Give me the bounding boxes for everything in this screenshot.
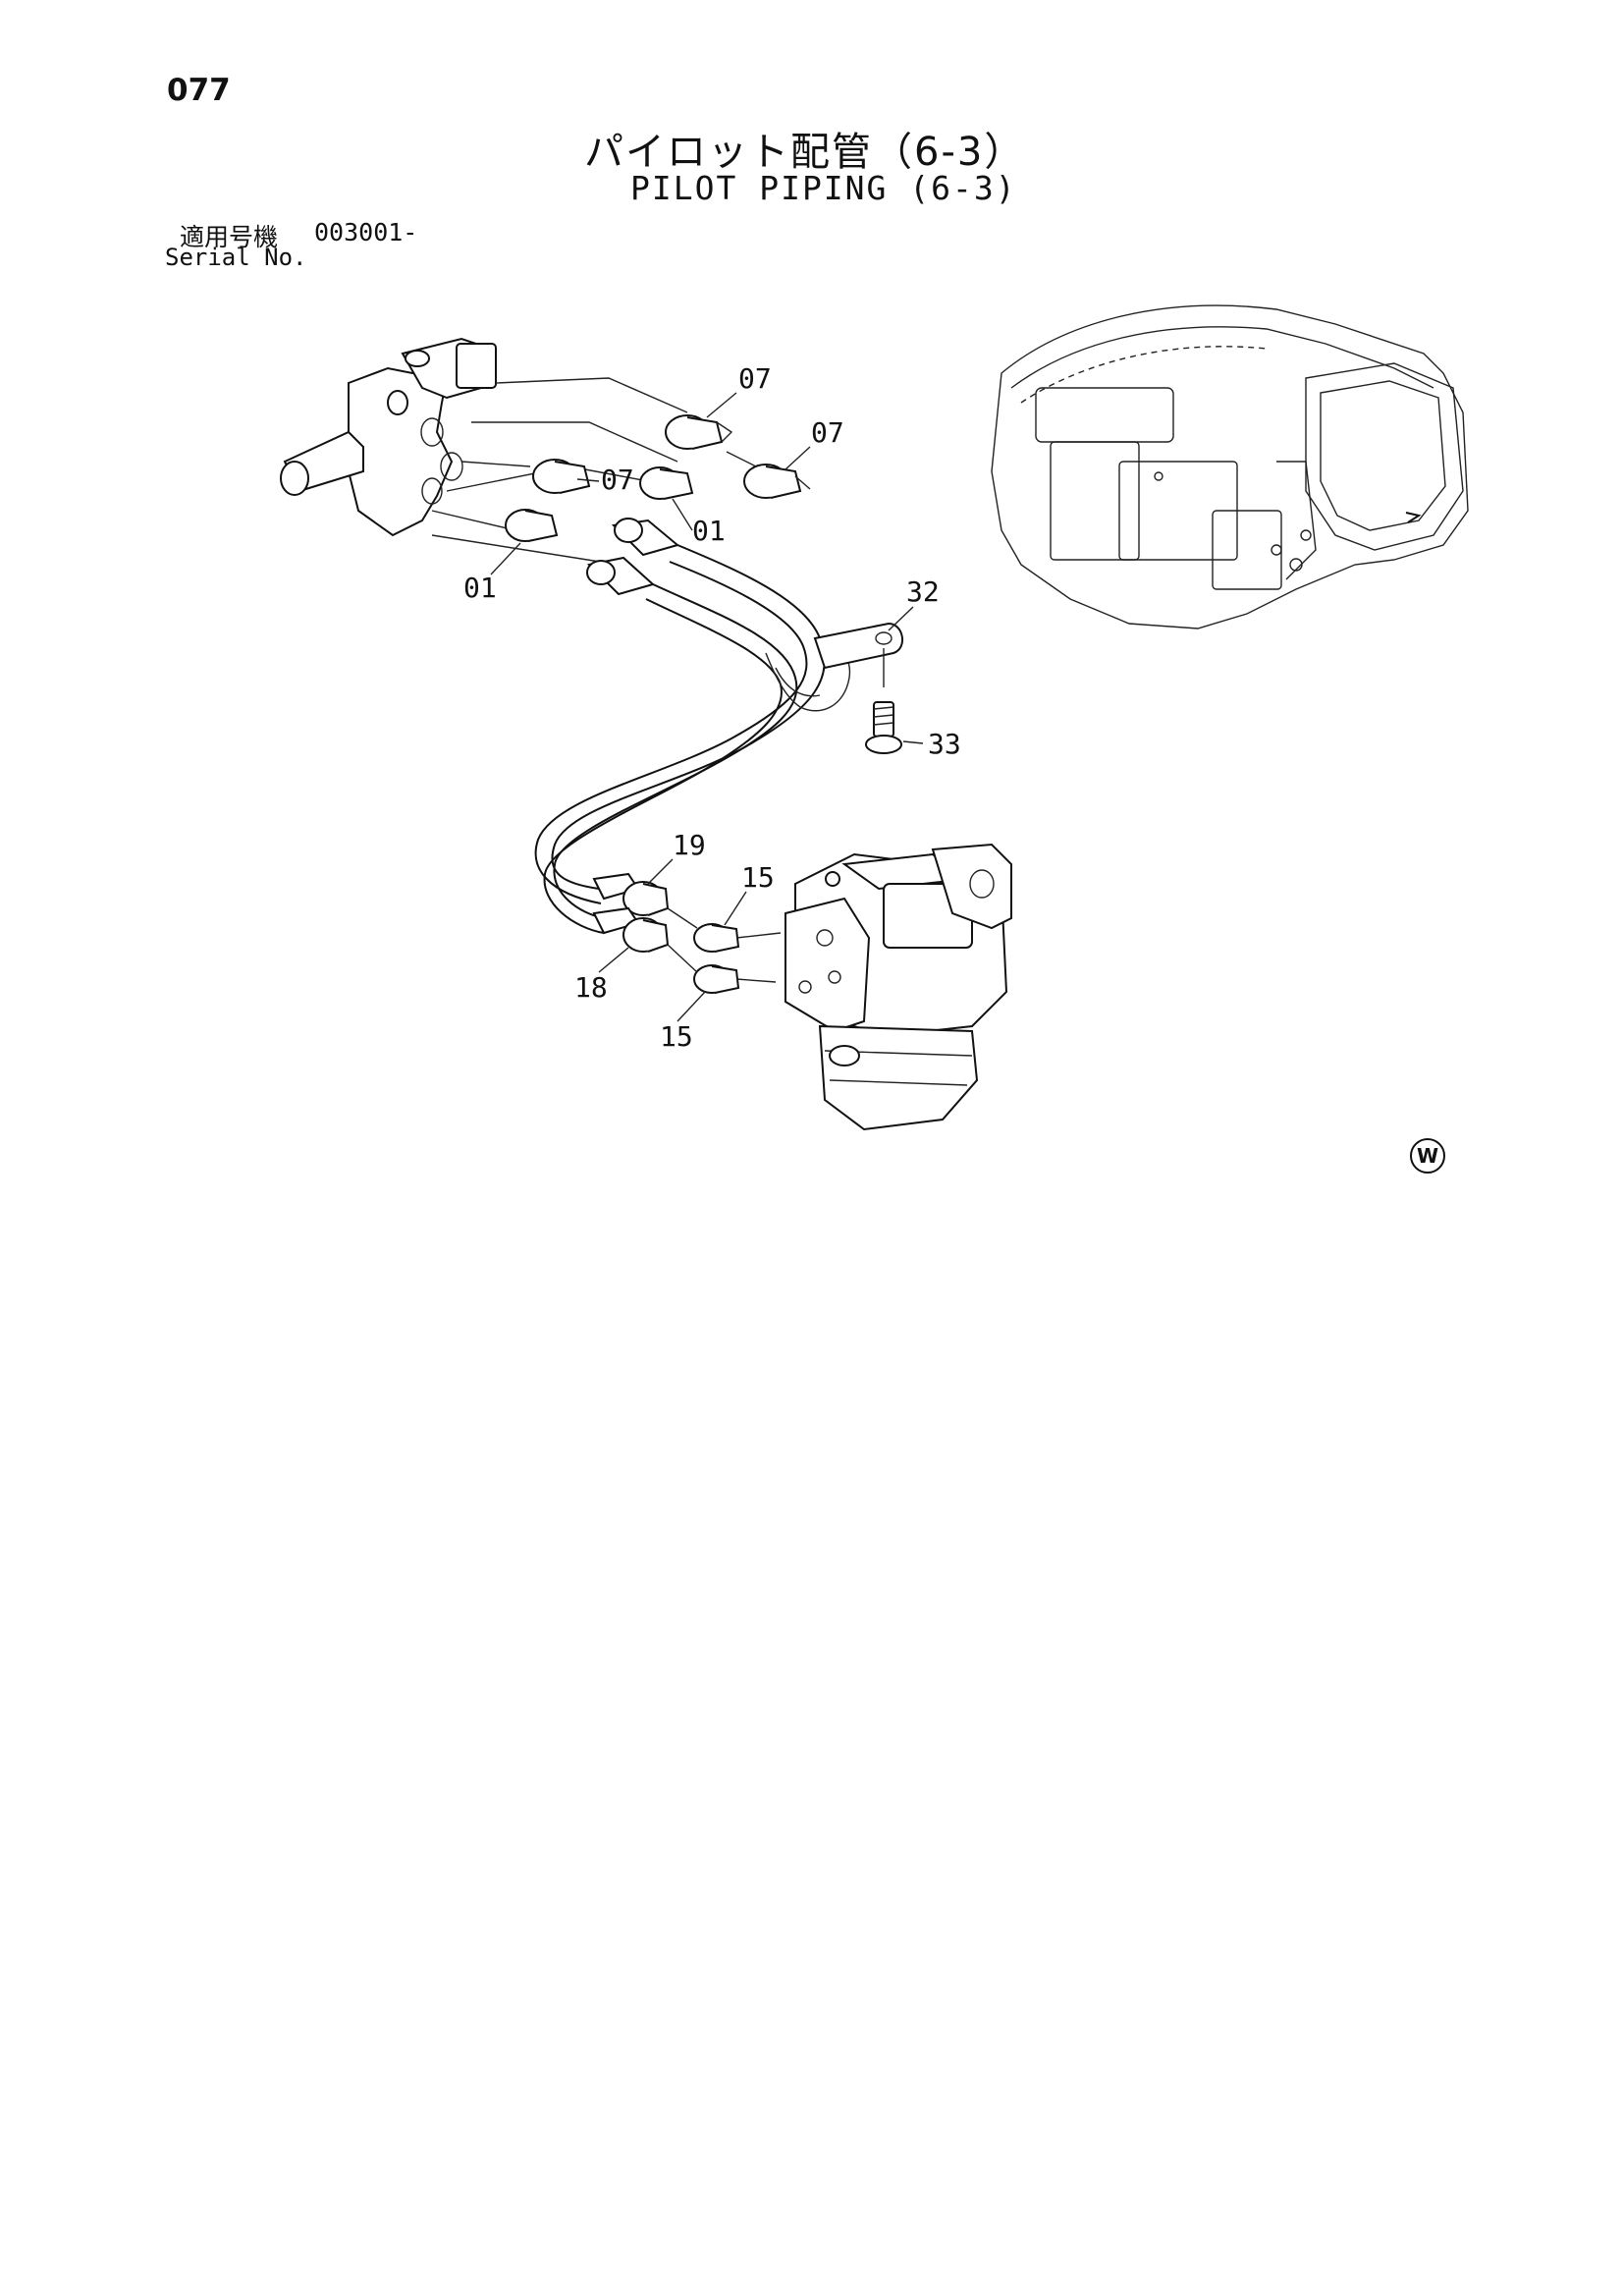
fitting-01-a [639,466,694,500]
leader-line [647,858,674,885]
clamp-32 [813,622,903,687]
fitting-07-a [665,414,733,450]
fitting-07-c [532,459,591,494]
page-title-english: PILOT PIPING (6-3) [630,169,1017,207]
leader-line [490,542,521,575]
part-label: 15 [660,1020,693,1053]
part-label: 18 [574,971,608,1004]
leader-line [598,947,629,973]
part-label: 01 [463,572,497,604]
hose-assembly [534,518,851,934]
leader-line [888,606,914,631]
bolt-33 [865,701,924,754]
hose-end-19 [592,872,670,916]
fitting-01-b [505,509,559,542]
serial-number-value: 003001- [314,218,418,246]
leader-line [576,478,600,482]
part-label: 07 [601,464,634,496]
leader-line [672,498,693,531]
part-label: 19 [673,829,706,861]
hose-end-18 [592,906,670,953]
page-number: 077 [167,73,231,108]
fitting-15-a [693,923,740,953]
part-label: 32 [906,575,940,608]
pilot-valve-block [280,337,498,537]
part-label: 01 [692,515,726,547]
machine-overview-sketch [991,304,1469,629]
part-label: 33 [928,728,961,760]
leader-line [706,392,737,418]
fitting-15-b [693,964,740,994]
serial-label-japanese: 適用号機 [180,223,279,251]
part-label: 07 [811,416,844,449]
page-title-japanese: パイロット配管（6-3） [584,130,1026,175]
leader-line [724,891,747,926]
part-label: 15 [741,861,775,894]
serial-label-english: Serial No. [165,244,307,271]
travel-valve-block [784,843,1012,1131]
lower-leader-lines [667,907,782,983]
leader-line [784,446,811,470]
fitting-07-b [743,464,811,499]
leader-line [676,991,706,1022]
part-label: 07 [738,362,772,395]
region-mark-w: W [1410,1138,1445,1174]
